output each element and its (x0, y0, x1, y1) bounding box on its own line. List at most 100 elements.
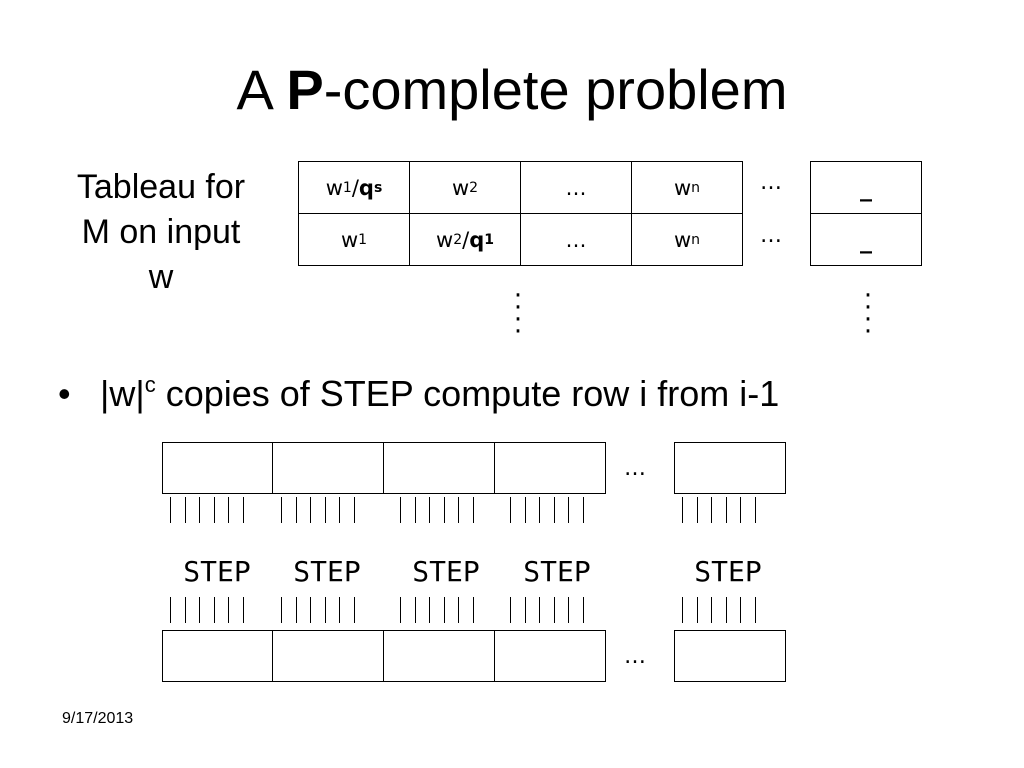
wire-line (554, 497, 555, 523)
lower-wires-1 (170, 597, 244, 623)
slide-date: 9/17/2013 (62, 710, 134, 727)
wire-line (473, 497, 474, 523)
bullet-point: •|w|c copies of STEP compute row i from … (58, 370, 779, 418)
wire-line (740, 497, 741, 523)
wire-line (281, 497, 282, 523)
title-bold-p: P (286, 58, 324, 121)
lower-wires-3 (400, 597, 474, 623)
wire-line (697, 497, 698, 523)
step-label-2: STEP (293, 555, 361, 588)
wire-line (199, 597, 200, 623)
caption-line-1: Tableau for (76, 168, 246, 206)
wire-line (170, 497, 171, 523)
top-box-1 (162, 442, 273, 494)
wire-line (711, 497, 712, 523)
wire-line (214, 597, 215, 623)
wire-line (510, 597, 511, 623)
bottom-box-2 (272, 630, 384, 682)
wire-line (310, 497, 311, 523)
upper-wires-1 (170, 497, 244, 523)
bullet-mark: • (58, 373, 71, 414)
wire-line (429, 497, 430, 523)
wire-line (415, 597, 416, 623)
wire-line (726, 497, 727, 523)
wire-line (682, 497, 683, 523)
wire-line (539, 597, 540, 623)
tableau-cell-r1-blank: _ (810, 161, 922, 214)
top-row-ellipsis: … (624, 456, 646, 481)
wire-line (400, 597, 401, 623)
wire-line (228, 497, 229, 523)
wire-line (583, 597, 584, 623)
wire-line (554, 597, 555, 623)
wire-line (458, 497, 459, 523)
bottom-box-1 (162, 630, 273, 682)
wire-line (354, 497, 355, 523)
wire-line (726, 597, 727, 623)
wire-line (339, 497, 340, 523)
lower-wires-5 (682, 597, 756, 623)
tableau-cell-r2-blank: _ (810, 213, 922, 266)
wire-line (444, 597, 445, 623)
wire-line (583, 497, 584, 523)
wire-line (199, 497, 200, 523)
bottom-box-4 (494, 630, 606, 682)
wire-line (170, 597, 171, 623)
step-label-3: STEP (412, 555, 480, 588)
upper-wires-2 (281, 497, 355, 523)
bottom-row-ellipsis: … (624, 644, 646, 669)
lower-wires-2 (281, 597, 355, 623)
tableau-vdots-right: ···· (863, 281, 873, 347)
wire-line (243, 597, 244, 623)
tableau-cell-r1-c3: … (520, 161, 632, 214)
tableau-caption: Tableau for M on input w (50, 165, 272, 300)
top-box-3 (383, 442, 495, 494)
wire-line (510, 497, 511, 523)
wire-line (281, 597, 282, 623)
wire-line (400, 497, 401, 523)
wire-line (354, 597, 355, 623)
wire-line (415, 497, 416, 523)
step-label-1: STEP (183, 555, 251, 588)
wire-line (325, 497, 326, 523)
wire-line (228, 597, 229, 623)
wire-line (296, 497, 297, 523)
wire-line (185, 597, 186, 623)
upper-wires-4 (510, 497, 584, 523)
wire-line (214, 497, 215, 523)
wire-line (429, 597, 430, 623)
wire-line (339, 597, 340, 623)
lower-wires-4 (510, 597, 584, 623)
bottom-box-3 (383, 630, 495, 682)
wire-line (711, 597, 712, 623)
wire-line (740, 597, 741, 623)
tableau-cell-r2-c3: … (520, 213, 632, 266)
wire-line (568, 597, 569, 623)
slide-title: A P-complete problem (236, 58, 788, 121)
tableau-r2-ellipsis: … (760, 223, 782, 248)
wire-line (755, 597, 756, 623)
upper-wires-3 (400, 497, 474, 523)
wire-line (185, 497, 186, 523)
tableau-r1-ellipsis: … (760, 170, 782, 195)
wire-line (458, 597, 459, 623)
wire-line (296, 597, 297, 623)
step-label-5: STEP (694, 555, 762, 588)
wire-line (473, 597, 474, 623)
wire-line (568, 497, 569, 523)
top-box-2 (272, 442, 384, 494)
wire-line (444, 497, 445, 523)
upper-wires-5 (682, 497, 756, 523)
wire-line (525, 497, 526, 523)
top-box-4 (494, 442, 606, 494)
bottom-box-5 (674, 630, 786, 682)
caption-line-3: w (148, 258, 174, 296)
wire-line (755, 497, 756, 523)
wire-line (243, 497, 244, 523)
